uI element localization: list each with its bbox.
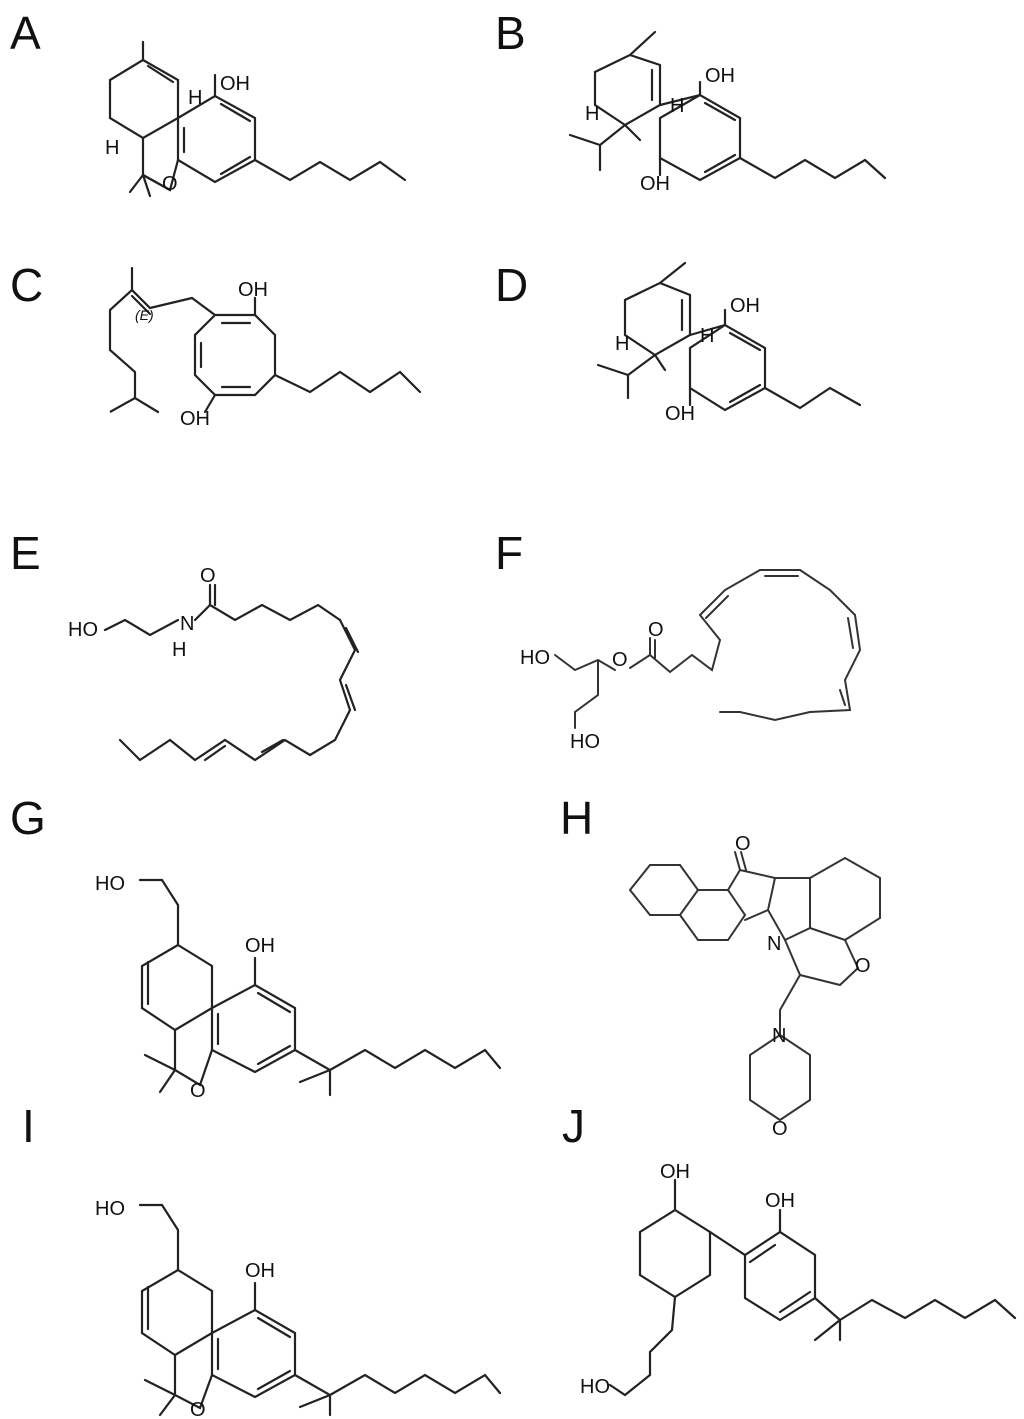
label-b-h2: H [670,95,684,117]
label-i-o: O [190,1399,206,1419]
structure-d: OH OH H H [596,261,862,425]
label-h-o3: O [772,1118,788,1140]
label-f-ho2: HO [570,731,600,753]
label-h-o1: O [735,833,751,855]
structure-c: OH OH (E) [108,266,422,430]
label-f-o2: O [648,619,664,641]
label-f-o1: O [612,649,628,671]
panel-letter-d: D [495,259,529,311]
label-j-oh2: OH [765,1190,795,1212]
structure-j: OH OH HO [580,1161,1017,1398]
structure-f: HO HO O O [520,569,862,753]
label-e-h: H [172,639,186,661]
label-j-oh1: OH [660,1161,690,1183]
label-c-oh2: OH [180,408,210,430]
label-h-n2: N [772,1025,786,1047]
structure-a: OH O H H [105,40,407,198]
label-g-oh: OH [245,935,275,957]
label-d-oh2: OH [665,403,695,425]
label-a-oh: OH [220,73,250,95]
panel-letter-g: G [10,792,46,844]
label-b-oh1: OH [705,65,735,87]
label-e-o: O [200,565,216,587]
structure-e: HO N H O [68,565,360,762]
panel-letter-f: F [495,527,524,579]
label-a-o: O [162,173,178,195]
label-i-oh: OH [245,1260,275,1282]
label-a-h2: H [105,137,119,159]
label-g-o: O [190,1080,206,1102]
label-e-ho: HO [68,619,98,641]
structure-b: OH OH H H [568,30,887,195]
panel-letter-a: A [10,7,41,59]
structure-i: HO OH O [95,1198,502,1419]
label-d-oh1: OH [730,295,760,317]
label-e-n: N [180,613,194,635]
label-a-h1: H [188,87,202,109]
panel-letter-i: I [22,1100,35,1152]
label-i-ho: HO [95,1198,125,1220]
panel-letter-j: J [562,1100,585,1152]
label-d-h2: H [700,325,714,347]
panel-letter-c: C [10,259,44,311]
label-d-h1: H [615,333,629,355]
structure-h: O N O N O [628,833,881,1140]
panel-letter-b: B [495,7,526,59]
label-g-ho: HO [95,873,125,895]
structure-g: HO OH O [95,873,502,1102]
panel-letter-e: E [10,527,41,579]
label-j-ho: HO [580,1376,610,1398]
label-b-h1: H [585,103,599,125]
label-c-oh1: OH [238,279,268,301]
label-b-oh2: OH [640,173,670,195]
label-c-e: (E) [135,307,154,323]
label-h-n: N [767,933,781,955]
label-f-ho1: HO [520,647,550,669]
label-h-o2: O [855,955,871,977]
panel-letter-h: H [560,792,594,844]
